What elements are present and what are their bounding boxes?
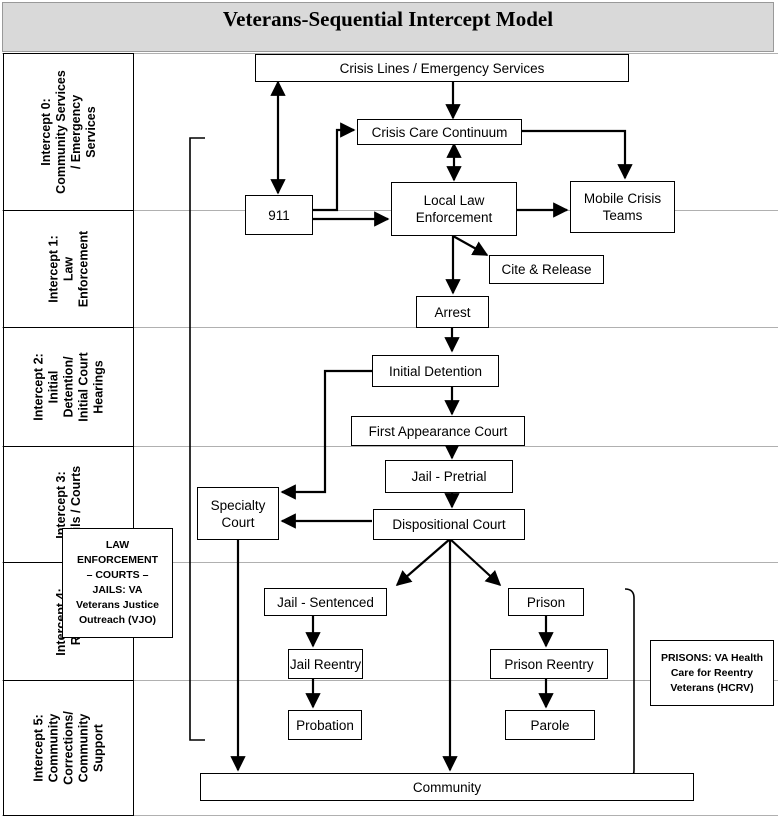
vjo-bracket (189, 137, 205, 741)
parole-box: Parole (505, 710, 595, 740)
hcrv-bracket (624, 588, 635, 780)
arrow-local-law-to-cite-release (452, 235, 489, 256)
arrow-dispositional-to-jail-sentenced (395, 538, 451, 587)
lane-divider (2, 446, 778, 447)
mobile-crisis-teams-box: Mobile Crisis Teams (570, 181, 675, 233)
jail-pretrial-box: Jail - Pretrial (385, 460, 513, 493)
prison-reentry-box: Prison Reentry (490, 649, 608, 679)
lane-divider (2, 53, 778, 54)
hcrv-program-box: PRISONS: VA Health Care for Reentry Vete… (650, 640, 774, 706)
lane-divider (2, 327, 778, 328)
cite-release-box: Cite & Release (489, 255, 604, 284)
diagram-title: Veterans-Sequential Intercept Model (222, 7, 554, 31)
lane-divider (2, 562, 778, 563)
initial-detention-box: Initial Detention (372, 355, 499, 387)
title-bar: Veterans-Sequential Intercept Model (2, 2, 774, 52)
arrest-box: Arrest (416, 296, 489, 328)
arrow-crisis-care-to-mobile-crisis (522, 129, 633, 180)
intercept-2-label-cell: Intercept 2: Initial Detention/ Initial … (3, 327, 134, 447)
crisis-lines-box: Crisis Lines / Emergency Services (255, 54, 629, 82)
jail-sentenced-box: Jail - Sentenced (264, 588, 387, 616)
arrow-dispositional-to-prison (449, 538, 502, 587)
lane-divider (2, 680, 778, 681)
arrow-initial-detention-to-specialty-court (280, 369, 372, 500)
jail-reentry-box: Jail Reentry (288, 649, 363, 679)
dispositional-court-box: Dispositional Court (373, 509, 525, 540)
crisis-care-continuum-box: Crisis Care Continuum (357, 119, 522, 145)
lane-divider (2, 815, 778, 816)
lane-divider (2, 210, 778, 211)
nine-one-one-box: 911 (245, 195, 313, 235)
local-law-enforcement-box: Local Law Enforcement (391, 182, 517, 236)
specialty-court-box: Specialty Court (197, 487, 279, 540)
intercept-5-label-cell: Intercept 5: Community Corrections/ Comm… (3, 680, 134, 816)
intercept-1-label-cell: Intercept 1: Law Enforcement (3, 210, 134, 328)
vjo-program-box: LAW ENFORCEMENT – COURTS – JAILS: VA Vet… (62, 528, 173, 638)
prison-box: Prison (508, 588, 584, 616)
arrow-911-to-crisis-care (313, 122, 356, 212)
probation-box: Probation (288, 710, 362, 740)
community-box: Community (200, 773, 694, 801)
first-appearance-court-box: First Appearance Court (351, 416, 525, 446)
